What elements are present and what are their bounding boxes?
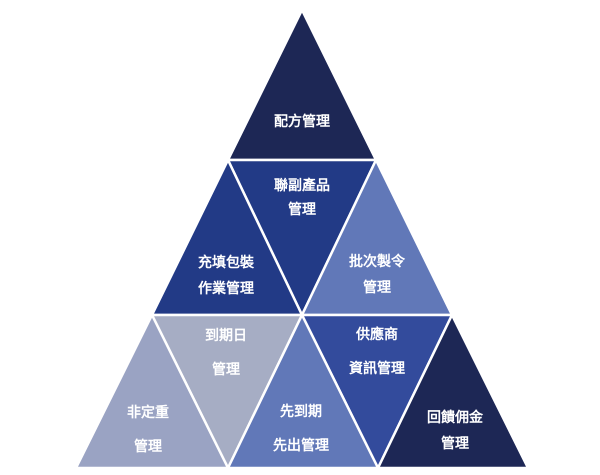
label-rebate: 回饋佣金 管理 [427, 411, 483, 451]
label-non-weight-line-1: 非定重 [127, 405, 169, 421]
label-supplier-line-1: 供應商 [356, 327, 398, 343]
tri-fefo [226, 313, 380, 470]
label-expiry-line-2: 管理 [212, 362, 240, 378]
label-fefo-line-1: 先到期 [280, 404, 322, 420]
label-batch-order-line-1: 批次製令 [349, 254, 405, 270]
label-by-product-line-1: 聯副產品 [274, 178, 330, 194]
label-fefo-line-2: 先出管理 [273, 438, 329, 454]
label-supplier: 供應商 資訊管理 [349, 328, 405, 376]
tri-non-weight [74, 313, 230, 470]
label-expiry: 到期日 管理 [205, 329, 247, 377]
label-by-product-line-2: 管理 [288, 202, 316, 218]
tri-rebate [376, 313, 530, 470]
label-rebate-line-2: 管理 [441, 436, 469, 452]
label-by-product: 聯副產品 管理 [274, 179, 330, 217]
label-non-weight-line-2: 管理 [134, 439, 162, 455]
label-filling-line-2: 作業管理 [198, 281, 254, 297]
label-fefo: 先到期 先出管理 [273, 405, 329, 453]
label-expiry-line-1: 到期日 [205, 328, 247, 344]
label-recipe-line-1: 配方管理 [274, 114, 330, 130]
label-supplier-line-2: 資訊管理 [349, 361, 405, 377]
label-rebate-line-1: 回饋佣金 [427, 410, 483, 426]
label-non-weight: 非定重 管理 [127, 406, 169, 454]
label-batch-order: 批次製令 管理 [349, 255, 405, 295]
label-batch-order-line-2: 管理 [363, 280, 391, 296]
label-filling: 充填包裝 作業管理 [198, 256, 254, 296]
label-recipe: 配方管理 [274, 115, 330, 129]
tri-recipe [226, 8, 378, 162]
label-filling-line-1: 充填包裝 [198, 255, 254, 271]
